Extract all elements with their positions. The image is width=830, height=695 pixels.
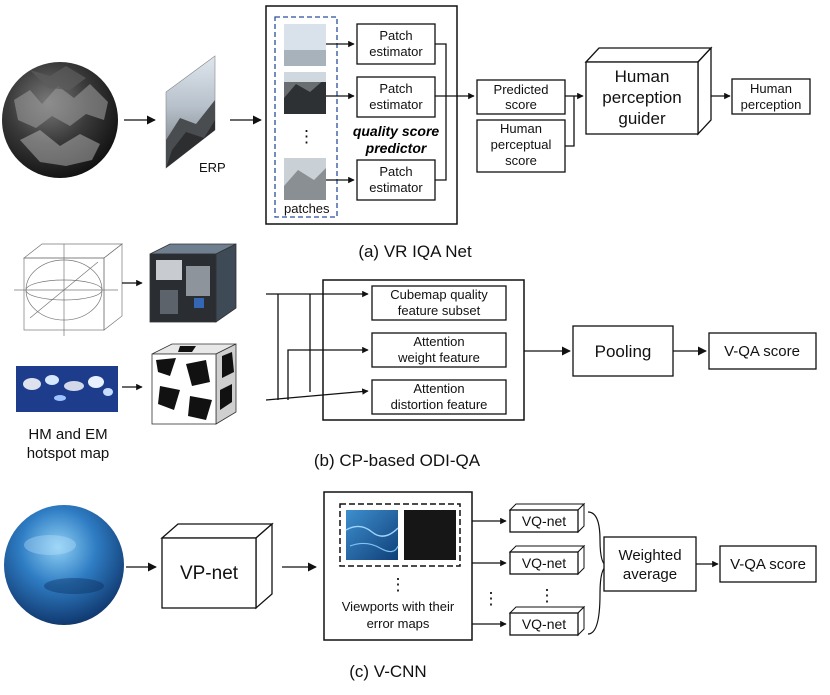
vqa-score-box-c: V-QA score <box>719 545 817 583</box>
viewport-ellipsis: ⋮ <box>390 575 407 594</box>
svg-text:distortion feature: distortion feature <box>391 397 488 412</box>
patch-estimator-box: Patch estimator <box>356 159 436 201</box>
svg-text:estimator: estimator <box>369 44 423 59</box>
error-map-image <box>404 510 456 560</box>
svg-text:V-QA score: V-QA score <box>730 556 806 573</box>
vqnet-ellipsis: ⋮ <box>539 586 556 605</box>
cube-projection-sketch <box>14 243 124 336</box>
erp-image <box>165 55 216 169</box>
svg-text:Cubemap quality: Cubemap quality <box>390 287 488 302</box>
vq-net-box: VQ-net <box>508 544 586 576</box>
svg-text:Patch: Patch <box>379 28 412 43</box>
arrow-to-distortion-feature <box>265 388 369 401</box>
predictor-title-line2: predictor <box>365 140 428 156</box>
hotspot-label-line2: hotspot map <box>27 445 110 462</box>
vq-net-box: VQ-net <box>508 502 586 534</box>
patch-thumbnail <box>284 158 326 200</box>
human-perception-guider-box: Human perception guider <box>584 46 713 136</box>
caption-a: (a) VR IQA Net <box>358 242 472 261</box>
svg-text:Human: Human <box>615 67 670 86</box>
patch-estimator-box: Patch estimator <box>356 23 436 65</box>
patches-label: patches <box>284 201 330 216</box>
svg-text:feature subset: feature subset <box>398 303 481 318</box>
caption-c: (c) V-CNN <box>349 662 426 681</box>
viewports-label-line1: Viewports with their <box>342 599 455 614</box>
ocean-sphere <box>4 505 124 625</box>
svg-text:score: score <box>505 97 537 112</box>
patches-dashed-frame <box>274 16 338 218</box>
weighted-average-box: Weighted average <box>603 536 697 592</box>
patch-estimator-box: Patch estimator <box>356 76 436 118</box>
patch-thumbnail <box>284 24 326 66</box>
svg-text:VP-net: VP-net <box>180 563 239 584</box>
patch-ellipsis: ⋮ <box>298 127 315 146</box>
svg-text:perception: perception <box>741 97 802 112</box>
predicted-score-box: Predicted score <box>476 79 566 115</box>
svg-text:V-QA score: V-QA score <box>724 343 800 360</box>
panel-b: HM and EM hotspot map Cubemap quality fe… <box>14 243 817 470</box>
svg-text:guider: guider <box>618 109 666 128</box>
svg-text:Patch: Patch <box>379 81 412 96</box>
svg-text:weight feature: weight feature <box>397 350 480 365</box>
svg-text:Attention: Attention <box>413 381 464 396</box>
arrows-ellipsis: ⋮ <box>483 589 500 608</box>
svg-text:Pooling: Pooling <box>595 342 652 361</box>
svg-text:VQ-net: VQ-net <box>522 616 566 632</box>
panel-c: VP-net ⋮ Viewports with their error maps… <box>4 491 817 681</box>
viewports-frame <box>323 491 473 641</box>
svg-text:Weighted: Weighted <box>618 547 681 564</box>
svg-text:Patch: Patch <box>379 164 412 179</box>
human-perceptual-score-box: Human perceptual score <box>476 119 566 173</box>
hotspot-map-image <box>16 366 118 412</box>
svg-text:VQ-net: VQ-net <box>522 555 566 571</box>
svg-text:estimator: estimator <box>369 97 423 112</box>
svg-text:score: score <box>505 153 537 168</box>
svg-text:Human: Human <box>500 121 542 136</box>
omnidirectional-image-sphere <box>2 62 118 178</box>
feature-extraction-frame <box>322 279 525 421</box>
merge-wire-bottom <box>435 96 447 181</box>
human-perception-output-box: Human perception <box>731 78 811 115</box>
svg-text:perceptual: perceptual <box>491 137 552 152</box>
vq-net-box: VQ-net <box>508 605 586 637</box>
attention-weight-feature-box: Attention weight feature <box>371 332 507 368</box>
quality-score-predictor-frame <box>265 5 458 225</box>
predictor-title-line1: quality score <box>353 123 440 139</box>
viewport-pair-dashed <box>339 503 461 567</box>
hotspot-label-line1: HM and EM <box>28 426 107 443</box>
viewports-label-line2: error maps <box>367 616 430 631</box>
wire-human-to-guider <box>565 96 575 147</box>
svg-text:VQ-net: VQ-net <box>522 513 566 529</box>
vqa-score-box-b: V-QA score <box>708 332 817 370</box>
panel-a: ERP ⋮ patches Patch estimator <box>2 5 811 261</box>
caption-b: (b) CP-based ODI-QA <box>314 451 481 470</box>
svg-text:average: average <box>623 566 677 583</box>
pooling-box: Pooling <box>572 325 674 377</box>
svg-text:Attention: Attention <box>413 334 464 349</box>
svg-text:perception: perception <box>602 88 681 107</box>
svg-text:Predicted: Predicted <box>494 82 549 97</box>
merge-wire-top <box>435 43 447 96</box>
vp-net-box: VP-net <box>160 522 274 610</box>
attention-distortion-feature-box: Attention distortion feature <box>371 379 507 415</box>
cubemap-quality-feature-box: Cubemap quality feature subset <box>371 285 507 321</box>
cubemap-image <box>149 243 237 323</box>
arrow-to-weight-feature <box>287 346 369 400</box>
attention-mask-cube <box>151 343 237 425</box>
viewport-image <box>345 510 399 560</box>
svg-text:Human: Human <box>750 81 792 96</box>
erp-label: ERP <box>199 160 226 175</box>
svg-text:estimator: estimator <box>369 180 423 195</box>
patch-thumbnail <box>284 72 326 114</box>
